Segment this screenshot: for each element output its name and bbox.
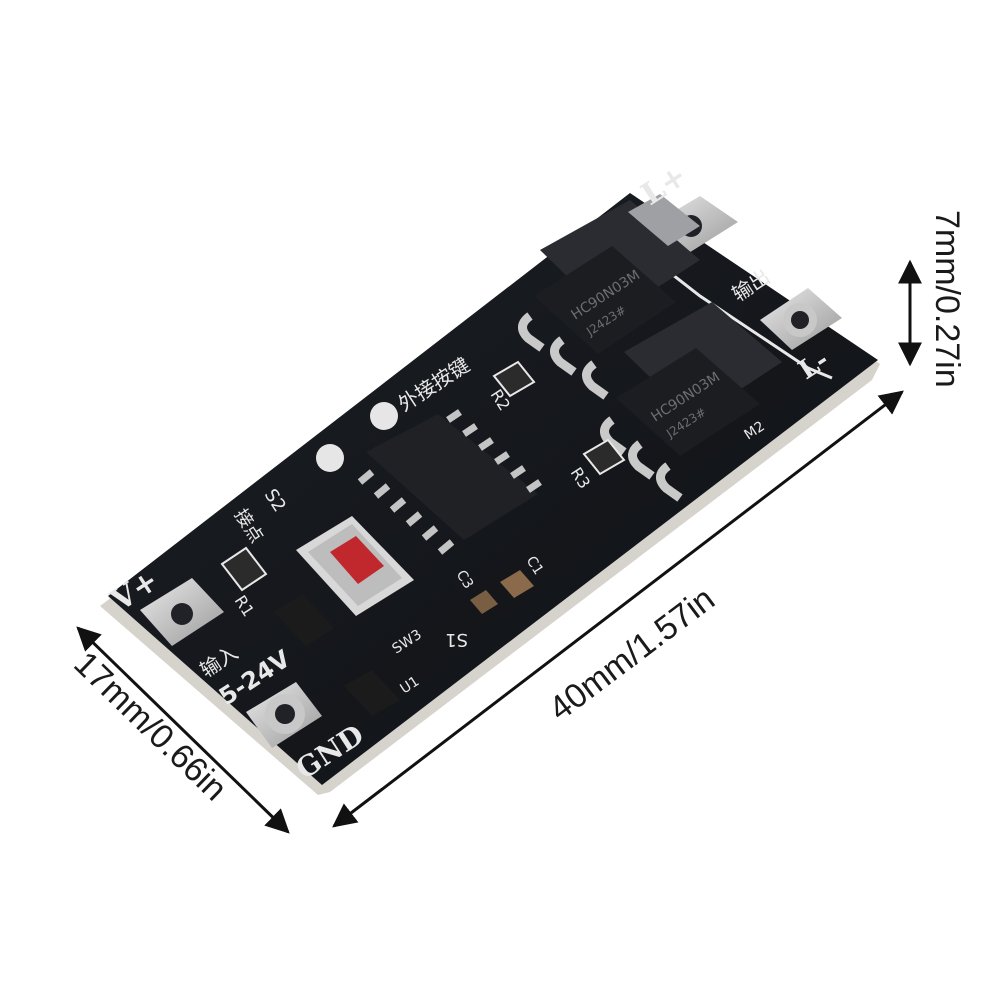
pad-l-minus — [760, 288, 842, 350]
mosfet-1: HC90N03M J2423# — [518, 194, 700, 400]
dimension-arrow-length — [332, 390, 904, 828]
mounting-dot — [370, 402, 398, 430]
mounting-dot — [316, 444, 344, 472]
dimension-arrow-width — [76, 626, 290, 834]
dimension-height-label: 7mm/0.27in — [928, 210, 966, 388]
label-s1: S1 — [445, 629, 468, 650]
